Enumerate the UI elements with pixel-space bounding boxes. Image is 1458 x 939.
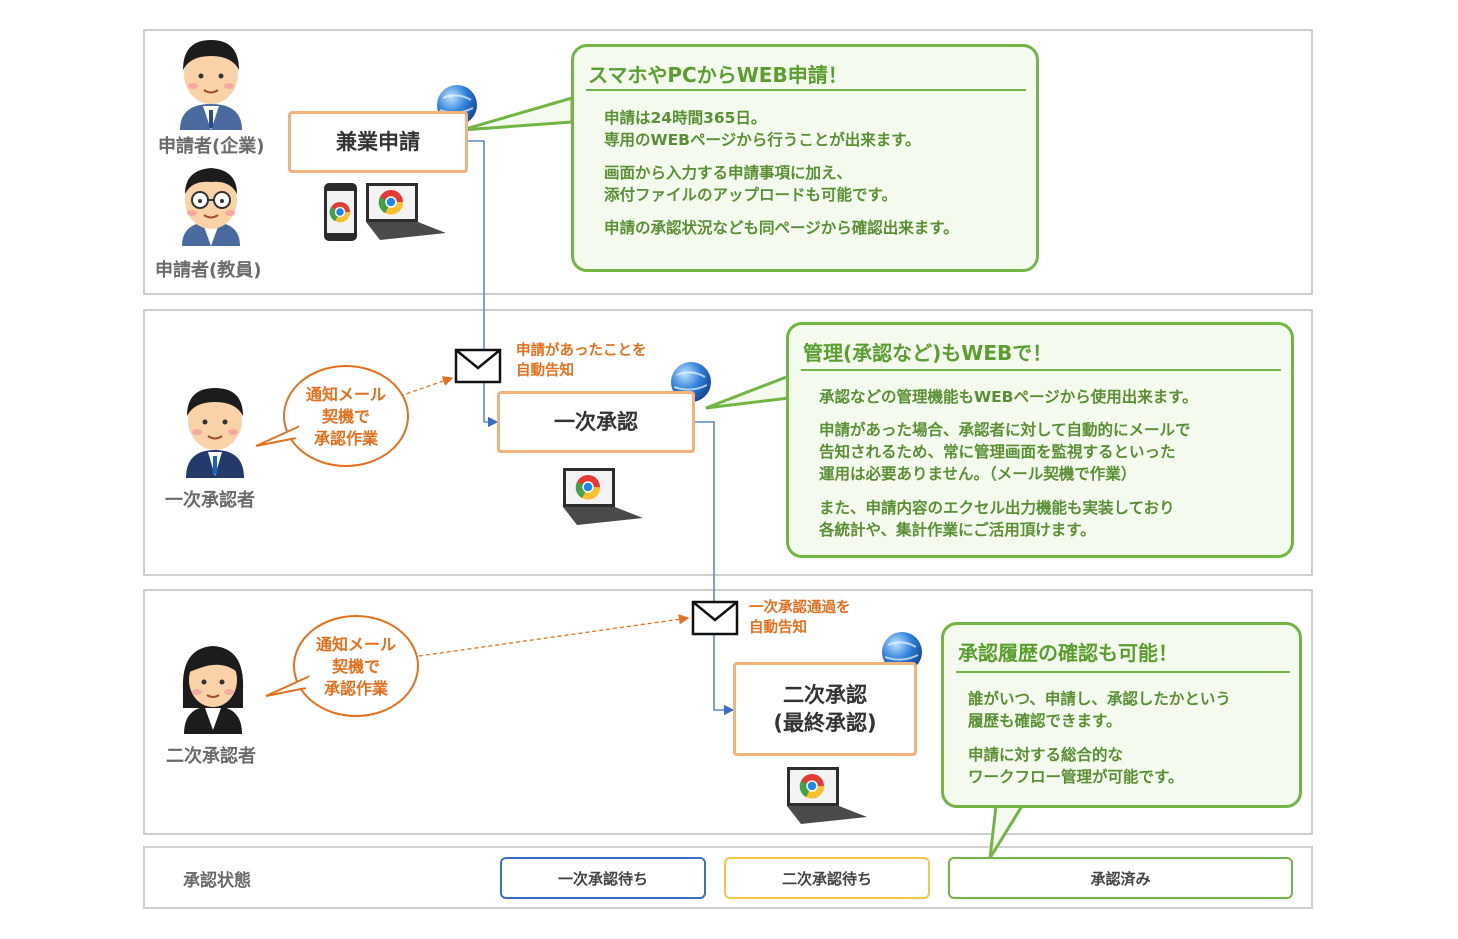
- approval-status-label: 承認状態: [183, 871, 251, 891]
- callout-text: ワークフロー管理が可能です。: [968, 768, 1184, 786]
- callout-text: 申請は24時間365日。: [604, 109, 767, 127]
- businesswoman-icon: [182, 646, 244, 734]
- bubble-shape-1: [255, 365, 409, 467]
- callout-divider: [801, 369, 1281, 371]
- callout-title: 管理(承認など)もWEBで！: [803, 341, 1053, 365]
- status-first-pending-label: 一次承認待ち: [557, 869, 648, 888]
- callout-tail-3: [988, 804, 1025, 859]
- callout-title: スマホやPCからWEB申請！: [588, 63, 848, 87]
- callout-text: 専用のWEBページから行うことが出来ます。: [604, 131, 921, 149]
- callout-tail-2: [705, 373, 791, 410]
- callout-text: 申請があった場合、承認者に対して自動的にメールで: [819, 421, 1191, 439]
- teacher-icon: [182, 168, 240, 246]
- callout-text: 運用は必要ありません。（メール契機で作業）: [819, 465, 1137, 483]
- web-management-callout: 管理(承認など)もWEBで！ 承認などの管理機能もWEBページから使用出来ます。…: [786, 322, 1294, 558]
- notification-bubble-text: 通知メール 契機で 承認作業: [315, 635, 396, 698]
- callout-tail-1: [461, 96, 574, 132]
- callout-divider: [586, 89, 1026, 91]
- callout-text: 添付ファイルのアップロードも可能です。: [604, 186, 897, 204]
- history-callout: 承認履歴の確認も可能！ 誰がいつ、申請し、承認したかという 履歴も確認できます。…: [941, 622, 1302, 808]
- auto-notice-text: 一次承認通過を 自動告知: [749, 600, 851, 636]
- envelope-icon: [691, 600, 739, 636]
- final-approval-label: (最終承認): [773, 711, 877, 735]
- smartphone-icon: [324, 183, 357, 241]
- laptop-icon: [366, 183, 446, 240]
- applicant-teacher-label: 申請者(教員): [155, 260, 262, 281]
- callout-text: 各統計や、集計作業にご活用頂けます。: [819, 521, 1096, 539]
- auto-notice-text: 申請があったことを 自動告知: [516, 343, 647, 379]
- callout-text: 誰がいつ、申請し、承認したかという: [968, 690, 1231, 708]
- application-process-box[interactable]: 兼業申請: [288, 111, 468, 173]
- status-second-pending[interactable]: 二次承認待ち: [724, 857, 930, 899]
- applicant-corporate-label: 申請者(企業): [158, 136, 265, 157]
- businessman-icon: [180, 40, 242, 130]
- callout-text: 申請に対する総合的な: [968, 746, 1124, 764]
- notify-arrow-2: [411, 614, 690, 658]
- first-approver-label: 一次承認者: [165, 490, 255, 511]
- application-process-label: 兼業申請: [336, 130, 420, 154]
- second-approval-process-box[interactable]: 二次承認 (最終承認): [733, 662, 917, 756]
- callout-text: 画面から入力する申請事項に加え、: [604, 164, 853, 182]
- envelope-icon: [454, 348, 502, 384]
- notify-arrow-1: [399, 376, 454, 397]
- laptop-icon: [563, 468, 643, 525]
- second-approval-label: 二次承認: [782, 683, 867, 707]
- callout-title: 承認履歴の確認も可能！: [958, 641, 1178, 665]
- callout-text: 承認などの管理機能もWEBページから使用出来ます。: [819, 388, 1198, 406]
- flow-connector-2: [695, 421, 735, 716]
- status-approved[interactable]: 承認済み: [948, 857, 1293, 899]
- bubble-shape-2: [265, 615, 419, 717]
- callout-text: 申請の承認状況なども同ページから確認出来ます。: [604, 219, 959, 237]
- first-approval-process-box[interactable]: 一次承認: [497, 391, 695, 453]
- status-approved-label: 承認済み: [1090, 869, 1151, 888]
- flow-connector-1: [468, 140, 499, 428]
- callout-divider: [956, 671, 1290, 673]
- callout-text: また、申請内容のエクセル出力機能も実装しており: [819, 499, 1175, 517]
- first-approval-label: 一次承認: [554, 410, 638, 434]
- laptop-icon: [787, 767, 867, 824]
- status-first-pending[interactable]: 一次承認待ち: [500, 857, 706, 899]
- callout-text: 告知されるため、常に管理画面を監視するといった: [819, 443, 1176, 461]
- businessman-icon: [186, 388, 244, 478]
- notification-bubble-text: 通知メール 契機で 承認作業: [305, 385, 386, 448]
- web-application-callout: スマホやPCからWEB申請！ 申請は24時間365日。 専用のWEBページから行…: [571, 44, 1039, 272]
- status-second-pending-label: 二次承認待ち: [781, 869, 872, 888]
- second-approver-label: 二次承認者: [166, 746, 256, 767]
- callout-text: 履歴も確認できます。: [968, 712, 1122, 730]
